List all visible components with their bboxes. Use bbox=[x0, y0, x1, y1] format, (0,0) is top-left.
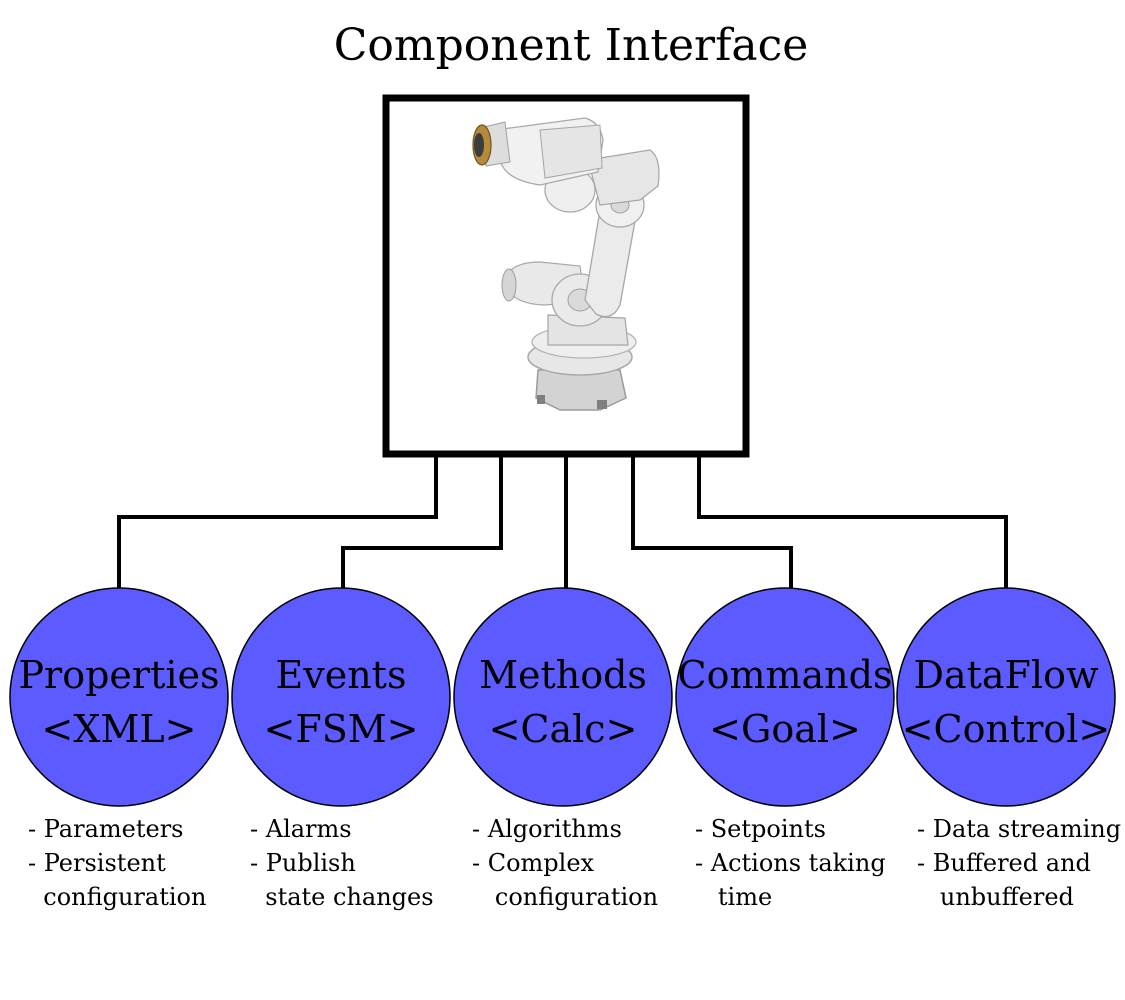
node-label-dataflow: DataFlow <Control> bbox=[896, 648, 1116, 756]
desc-line: - Alarms bbox=[250, 815, 352, 843]
desc-line: time bbox=[695, 883, 773, 911]
desc-dataflow: - Data streaming - Buffered and unbuffer… bbox=[917, 812, 1121, 914]
node-label-events: Events <FSM> bbox=[231, 648, 451, 756]
connector-events bbox=[341, 457, 503, 588]
desc-line: - Buffered and bbox=[917, 849, 1091, 877]
desc-commands: - Setpoints - Actions taking time bbox=[695, 812, 886, 914]
desc-methods: - Algorithms - Complex configuration bbox=[472, 812, 658, 914]
robot-arm-image bbox=[472, 117, 660, 411]
node-tag: <XML> bbox=[41, 707, 197, 751]
desc-line: state changes bbox=[250, 883, 434, 911]
node-tag: <Goal> bbox=[709, 707, 861, 751]
desc-line: unbuffered bbox=[917, 883, 1074, 911]
node-methods bbox=[453, 587, 673, 807]
desc-line: - Data streaming bbox=[917, 815, 1122, 843]
node-tag: <Calc> bbox=[488, 707, 638, 751]
connectors bbox=[117, 457, 1008, 588]
desc-events: - Alarms - Publish state changes bbox=[250, 812, 434, 914]
node-label-commands: Commands <Goal> bbox=[675, 648, 895, 756]
node-name: Properties bbox=[18, 653, 220, 697]
diagram-title: Component Interface bbox=[333, 20, 809, 71]
node-tag: <Control> bbox=[901, 707, 1111, 751]
desc-line: - Publish bbox=[250, 849, 356, 877]
connector-properties bbox=[117, 457, 438, 588]
connector-commands bbox=[631, 457, 793, 588]
desc-line: configuration bbox=[28, 883, 207, 911]
node-events bbox=[231, 587, 451, 807]
desc-line: - Parameters bbox=[28, 815, 184, 843]
desc-properties: - Parameters - Persistent configuration bbox=[28, 812, 206, 914]
node-dataflow bbox=[896, 587, 1116, 807]
node-name: Commands bbox=[677, 653, 893, 697]
desc-line: - Setpoints bbox=[695, 815, 826, 843]
node-commands bbox=[675, 587, 895, 807]
node-name: Methods bbox=[479, 653, 647, 697]
node-name: DataFlow bbox=[913, 653, 1099, 697]
desc-line: configuration bbox=[472, 883, 659, 911]
node-properties bbox=[9, 587, 229, 807]
desc-line: - Actions taking bbox=[695, 849, 886, 877]
desc-line: - Algorithms bbox=[472, 815, 622, 843]
node-name: Events bbox=[275, 653, 407, 697]
desc-line: - Complex bbox=[472, 849, 595, 877]
desc-line: - Persistent bbox=[28, 849, 166, 877]
node-label-methods: Methods <Calc> bbox=[453, 648, 673, 756]
node-tag: <FSM> bbox=[263, 707, 419, 751]
connector-dataflow bbox=[697, 457, 1008, 588]
interface-nodes bbox=[9, 587, 1116, 807]
node-label-properties: Properties <XML> bbox=[9, 648, 229, 756]
